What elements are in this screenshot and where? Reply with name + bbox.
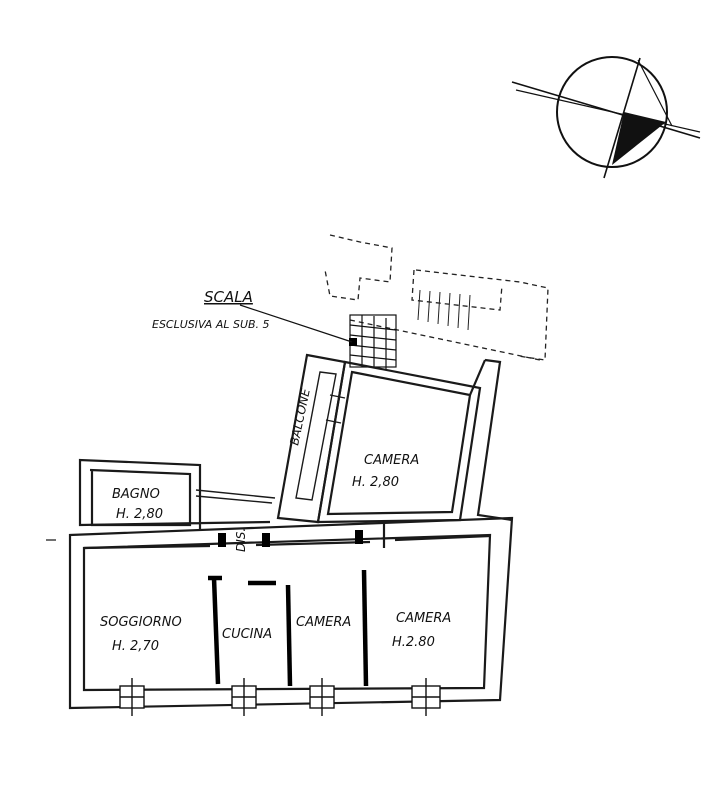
north-arrow-compass-icon: [511, 56, 701, 179]
camera-top-walls: [316, 358, 513, 524]
bottom-windows: [119, 678, 441, 716]
bagno-height: H. 2,80: [116, 507, 163, 522]
staircase-dashed-outline: [239, 234, 549, 369]
balcone-label: BALCONE: [287, 387, 313, 447]
camera-top-name: CAMERA: [364, 453, 419, 468]
scala-note-label: ESCLUSIVA AL SUB. 5: [152, 318, 270, 331]
soggiorno-height: H. 2,70: [112, 639, 159, 654]
bagno-name: BAGNO: [112, 487, 160, 502]
scala-label: SCALA: [204, 288, 253, 306]
camera-top-height: H. 2,80: [352, 475, 399, 490]
dis-label: DIS.: [234, 528, 248, 552]
cucina-name: CUCINA: [222, 627, 272, 642]
camera-right-height: H.2.80: [392, 635, 435, 650]
camera-right-name: CAMERA: [396, 611, 451, 626]
soggiorno-name: SOGGIORNO: [100, 615, 182, 630]
main-block-walls: [68, 458, 514, 710]
interior-partitions: [83, 520, 491, 687]
camera-mid-name: CAMERA: [296, 615, 351, 630]
